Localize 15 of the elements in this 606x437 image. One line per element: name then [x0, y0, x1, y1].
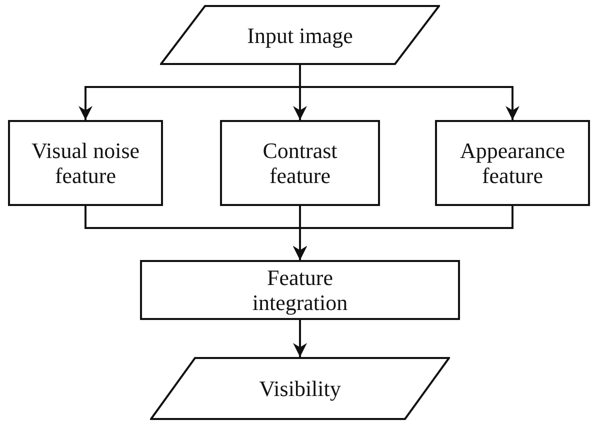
node-label: Feature integration — [251, 265, 349, 315]
node-label: Contrast feature — [262, 138, 338, 188]
node-label: Visual noise feature — [30, 138, 141, 188]
process-box — [435, 120, 590, 206]
io-parallelogram — [160, 5, 440, 65]
process-box — [140, 260, 460, 320]
arrow — [293, 206, 514, 260]
node-label: Input image — [247, 22, 353, 48]
process-box — [220, 120, 380, 206]
arrow — [293, 320, 307, 357]
io-parallelogram — [150, 357, 450, 420]
node-label: Visibility — [259, 376, 341, 401]
process-box — [8, 120, 163, 206]
arrow — [299, 65, 520, 120]
node-label: Appearance feature — [458, 138, 566, 188]
